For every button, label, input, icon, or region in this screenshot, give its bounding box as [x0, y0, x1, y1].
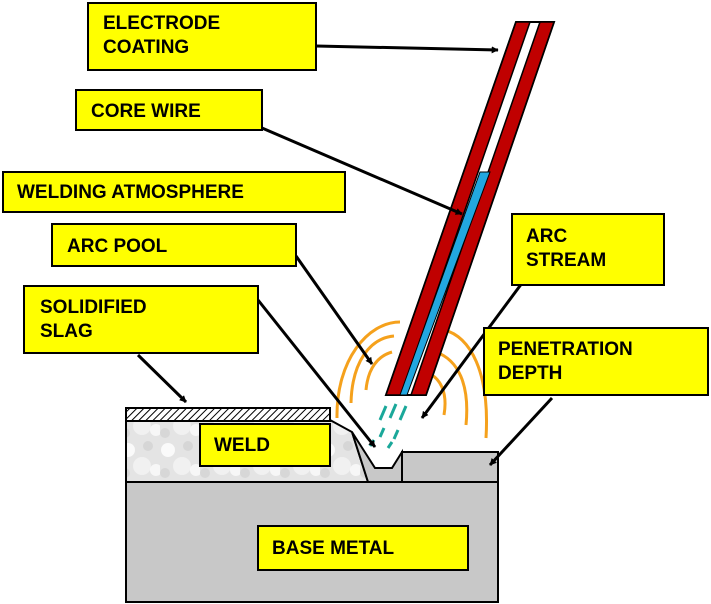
arrow-core-wire: [261, 126, 463, 216]
label-weld: WELD: [199, 423, 331, 467]
label-electrode-coating-line2: COATING: [103, 37, 189, 58]
arrow-electrode-coating: [315, 44, 499, 54]
label-arc-stream: ARC STREAM: [511, 213, 665, 286]
label-penetration-depth-line2: DEPTH: [498, 363, 562, 384]
label-penetration-depth: PENETRATION DEPTH: [483, 327, 709, 396]
label-base-metal-text: BASE METAL: [272, 538, 394, 559]
label-arc-pool: ARC POOL: [51, 223, 297, 267]
label-solidified-slag: SOLIDIFIED SLAG: [23, 285, 259, 354]
arc-stream-dashes: [368, 403, 408, 449]
label-arc-stream-line1: ARC: [526, 226, 567, 247]
unwelded-plate: [401, 451, 499, 483]
label-electrode-coating-line1: ELECTRODE: [103, 13, 220, 34]
slag-layer: [125, 407, 331, 422]
label-core-wire: CORE WIRE: [75, 89, 263, 131]
label-electrode-coating: ELECTRODE COATING: [87, 2, 317, 71]
leader-arrows: [136, 44, 554, 467]
label-core-wire-text: CORE WIRE: [91, 101, 201, 122]
label-weld-text: WELD: [214, 435, 270, 456]
label-arc-pool-text: ARC POOL: [67, 236, 168, 257]
arrow-arc-pool: [294, 255, 374, 365]
label-arc-stream-line2: STREAM: [526, 250, 606, 271]
label-welding-atmosphere-text: WELDING ATMOSPHERE: [17, 182, 244, 203]
arrow-penetration-depth: [488, 396, 554, 467]
label-penetration-depth-line1: PENETRATION: [498, 339, 633, 360]
label-base-metal: BASE METAL: [257, 525, 469, 571]
label-welding-atmosphere: WELDING ATMOSPHERE: [2, 171, 346, 213]
arrow-arc-stream: [420, 274, 530, 419]
label-solidified-slag-line2: SLAG: [40, 321, 93, 342]
label-solidified-slag-line1: SOLIDIFIED: [40, 297, 147, 318]
arrow-solidified-slag: [136, 353, 188, 404]
arrow-weld: [256, 299, 377, 448]
